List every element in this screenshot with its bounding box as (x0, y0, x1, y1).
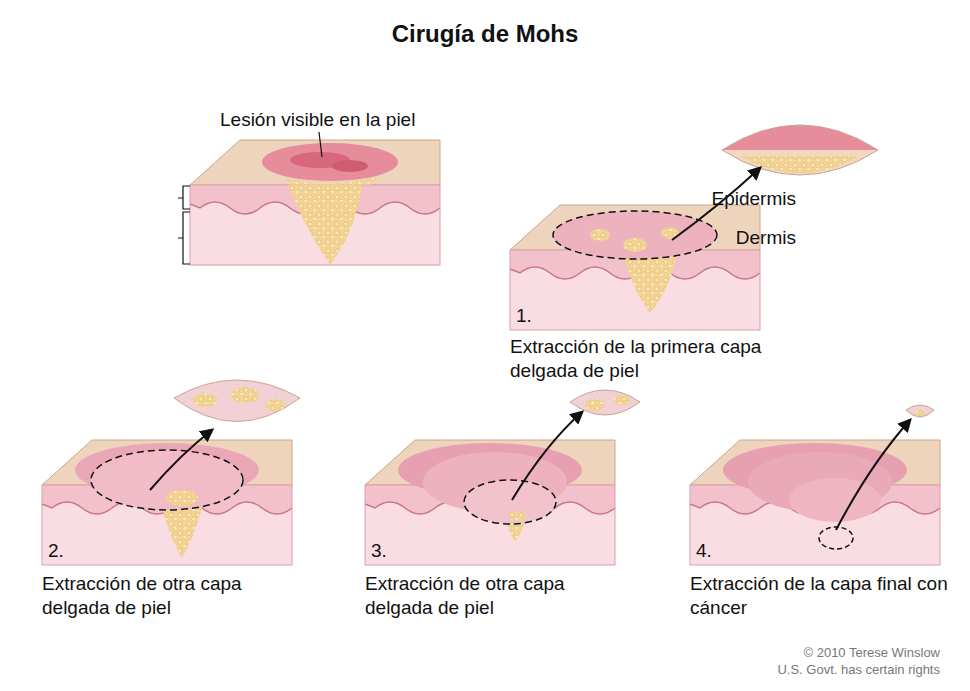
callout-number: 2. (48, 539, 64, 563)
layer-label: Epidermis (712, 187, 796, 211)
part-label: Lesión visible en la piel (220, 108, 415, 132)
removed-layer (906, 405, 934, 417)
skin-block (690, 440, 940, 565)
arrow (512, 412, 582, 500)
leader-line (319, 132, 322, 157)
arrow (836, 420, 910, 530)
removed-layer (174, 380, 300, 422)
arrow (150, 430, 212, 490)
skin-block (365, 440, 615, 565)
bracket (178, 212, 190, 264)
step-caption: Extracción de la primera capa delgada de… (510, 335, 772, 383)
callout-number: 4. (696, 539, 712, 563)
callout-number: 1. (516, 304, 532, 328)
skin-block (510, 205, 760, 330)
step-caption: Extracción de otra capa delgada de piel (365, 572, 627, 620)
step-caption: Extracción de la capa final con cáncer (690, 572, 952, 620)
title: Cirugía de Mohs (0, 20, 970, 48)
skin-block (42, 440, 292, 565)
bracket (178, 186, 190, 209)
step-caption: Extracción de otra capa delgada de piel (42, 572, 304, 620)
layer-label: Dermis (736, 226, 796, 250)
skin-block (190, 140, 440, 265)
copyright: © 2010 Terese Winslow (803, 644, 940, 661)
callout-number: 3. (371, 539, 387, 563)
copyright: U.S. Govt. has certain rights (777, 661, 940, 678)
removed-layer (570, 390, 640, 415)
removed-layer (722, 125, 878, 175)
